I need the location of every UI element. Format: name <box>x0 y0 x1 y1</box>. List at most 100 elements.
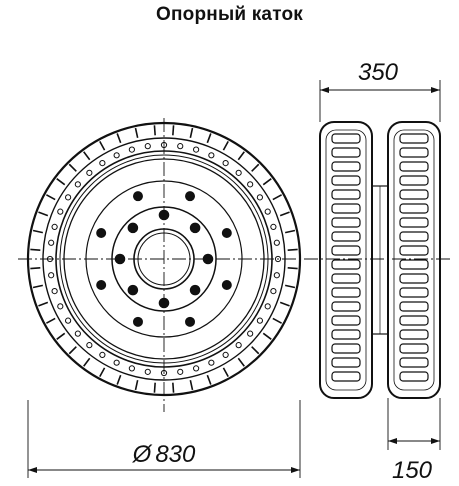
tire-notch <box>272 317 282 324</box>
tire-hole <box>222 351 229 359</box>
tread-block <box>331 245 361 256</box>
tire-notch <box>251 163 260 172</box>
dimension-150-label: 150 <box>392 457 433 484</box>
tread-block <box>399 301 429 312</box>
tread-block <box>399 315 429 326</box>
outer-bolt <box>221 227 232 238</box>
tire-notch <box>153 125 156 136</box>
tire-hole <box>57 303 64 310</box>
tire-hole <box>86 169 93 176</box>
tire-notch <box>279 211 290 217</box>
drawing-title: Опорный каток <box>156 4 303 25</box>
tread-block <box>331 329 361 340</box>
tire-hole <box>128 365 135 372</box>
tread-block <box>399 203 429 214</box>
tire-notch <box>284 284 296 289</box>
tread-block <box>399 371 429 382</box>
tire-notch <box>99 141 106 151</box>
tire-hole <box>144 368 151 375</box>
tire-notch <box>251 346 260 355</box>
left-tire-treads <box>331 133 361 382</box>
wheel-side-view <box>319 121 441 399</box>
tire-notch <box>172 125 175 136</box>
left-tire-inner <box>325 129 367 391</box>
tire-hole <box>128 146 135 153</box>
tire-hole <box>48 272 55 279</box>
tread-block <box>399 259 429 270</box>
dimension-350-label: 350 <box>358 59 399 86</box>
tire-hole <box>264 303 271 310</box>
tire-notch <box>287 267 298 270</box>
inner-bolt <box>127 284 139 296</box>
inner-bolt <box>189 222 201 234</box>
tire-notch <box>153 382 156 393</box>
tire-hole <box>144 143 151 150</box>
tread-block <box>331 315 361 326</box>
tire-notch <box>206 133 212 144</box>
tread-block <box>399 217 429 228</box>
tire-hole <box>273 239 280 246</box>
tire-hole <box>74 330 81 337</box>
tread-block <box>399 189 429 200</box>
inner-bolt <box>189 284 201 296</box>
tire-notch <box>287 248 298 251</box>
tread-block <box>331 161 361 172</box>
tire-notch <box>30 267 41 270</box>
tire-notch <box>262 178 272 186</box>
tread-block <box>399 329 429 340</box>
tire-notch <box>237 151 245 161</box>
tire-hole <box>64 317 72 324</box>
tire-notch <box>46 317 56 324</box>
tread-block <box>331 231 361 242</box>
outer-bolt <box>96 280 107 291</box>
tire-hole <box>270 223 277 230</box>
tread-block <box>399 273 429 284</box>
dimension-150: 150 <box>387 398 441 484</box>
tire-notch-ring <box>30 125 298 393</box>
tread-block <box>331 371 361 382</box>
tread-block <box>399 343 429 354</box>
tread-block <box>399 287 429 298</box>
tread-block <box>331 189 361 200</box>
tire-hole <box>235 169 242 176</box>
tread-block <box>399 133 429 144</box>
tire-hole <box>74 181 81 188</box>
tire-hole <box>51 288 58 295</box>
tread-block <box>331 301 361 312</box>
tire-hole <box>208 359 215 366</box>
tire-hole <box>273 272 280 279</box>
tire-hole <box>235 342 242 349</box>
dimension-350: 350 <box>319 59 441 122</box>
tire-hole <box>208 152 215 159</box>
tread-block <box>399 231 429 242</box>
tire-notch <box>237 357 245 367</box>
tire-hole <box>256 317 264 324</box>
tire-notch <box>172 382 175 393</box>
tire-notch <box>56 178 66 186</box>
tread-block <box>331 217 361 228</box>
tire-notch <box>222 367 229 377</box>
tire-hole <box>64 194 72 201</box>
tire-hole <box>264 208 271 215</box>
tire-notch <box>189 379 194 391</box>
tread-block <box>331 175 361 186</box>
outer-bolt <box>132 191 143 202</box>
outer-bolt-circle <box>96 191 232 327</box>
tire-hole <box>247 330 254 337</box>
tire-hole <box>222 159 229 167</box>
tread-block <box>331 203 361 214</box>
tire-notch <box>134 379 139 391</box>
tire-hole <box>274 255 282 263</box>
tread-block <box>331 147 361 158</box>
tire-hole <box>256 194 264 201</box>
tire-notch <box>284 229 296 234</box>
tire-hole <box>177 143 184 150</box>
tire-notch <box>38 301 49 307</box>
dimension-830-label: 830 <box>155 441 196 468</box>
inner-bolt <box>127 222 139 234</box>
tread-block <box>399 245 429 256</box>
tire-notch <box>134 127 139 139</box>
tire-hole <box>57 208 64 215</box>
